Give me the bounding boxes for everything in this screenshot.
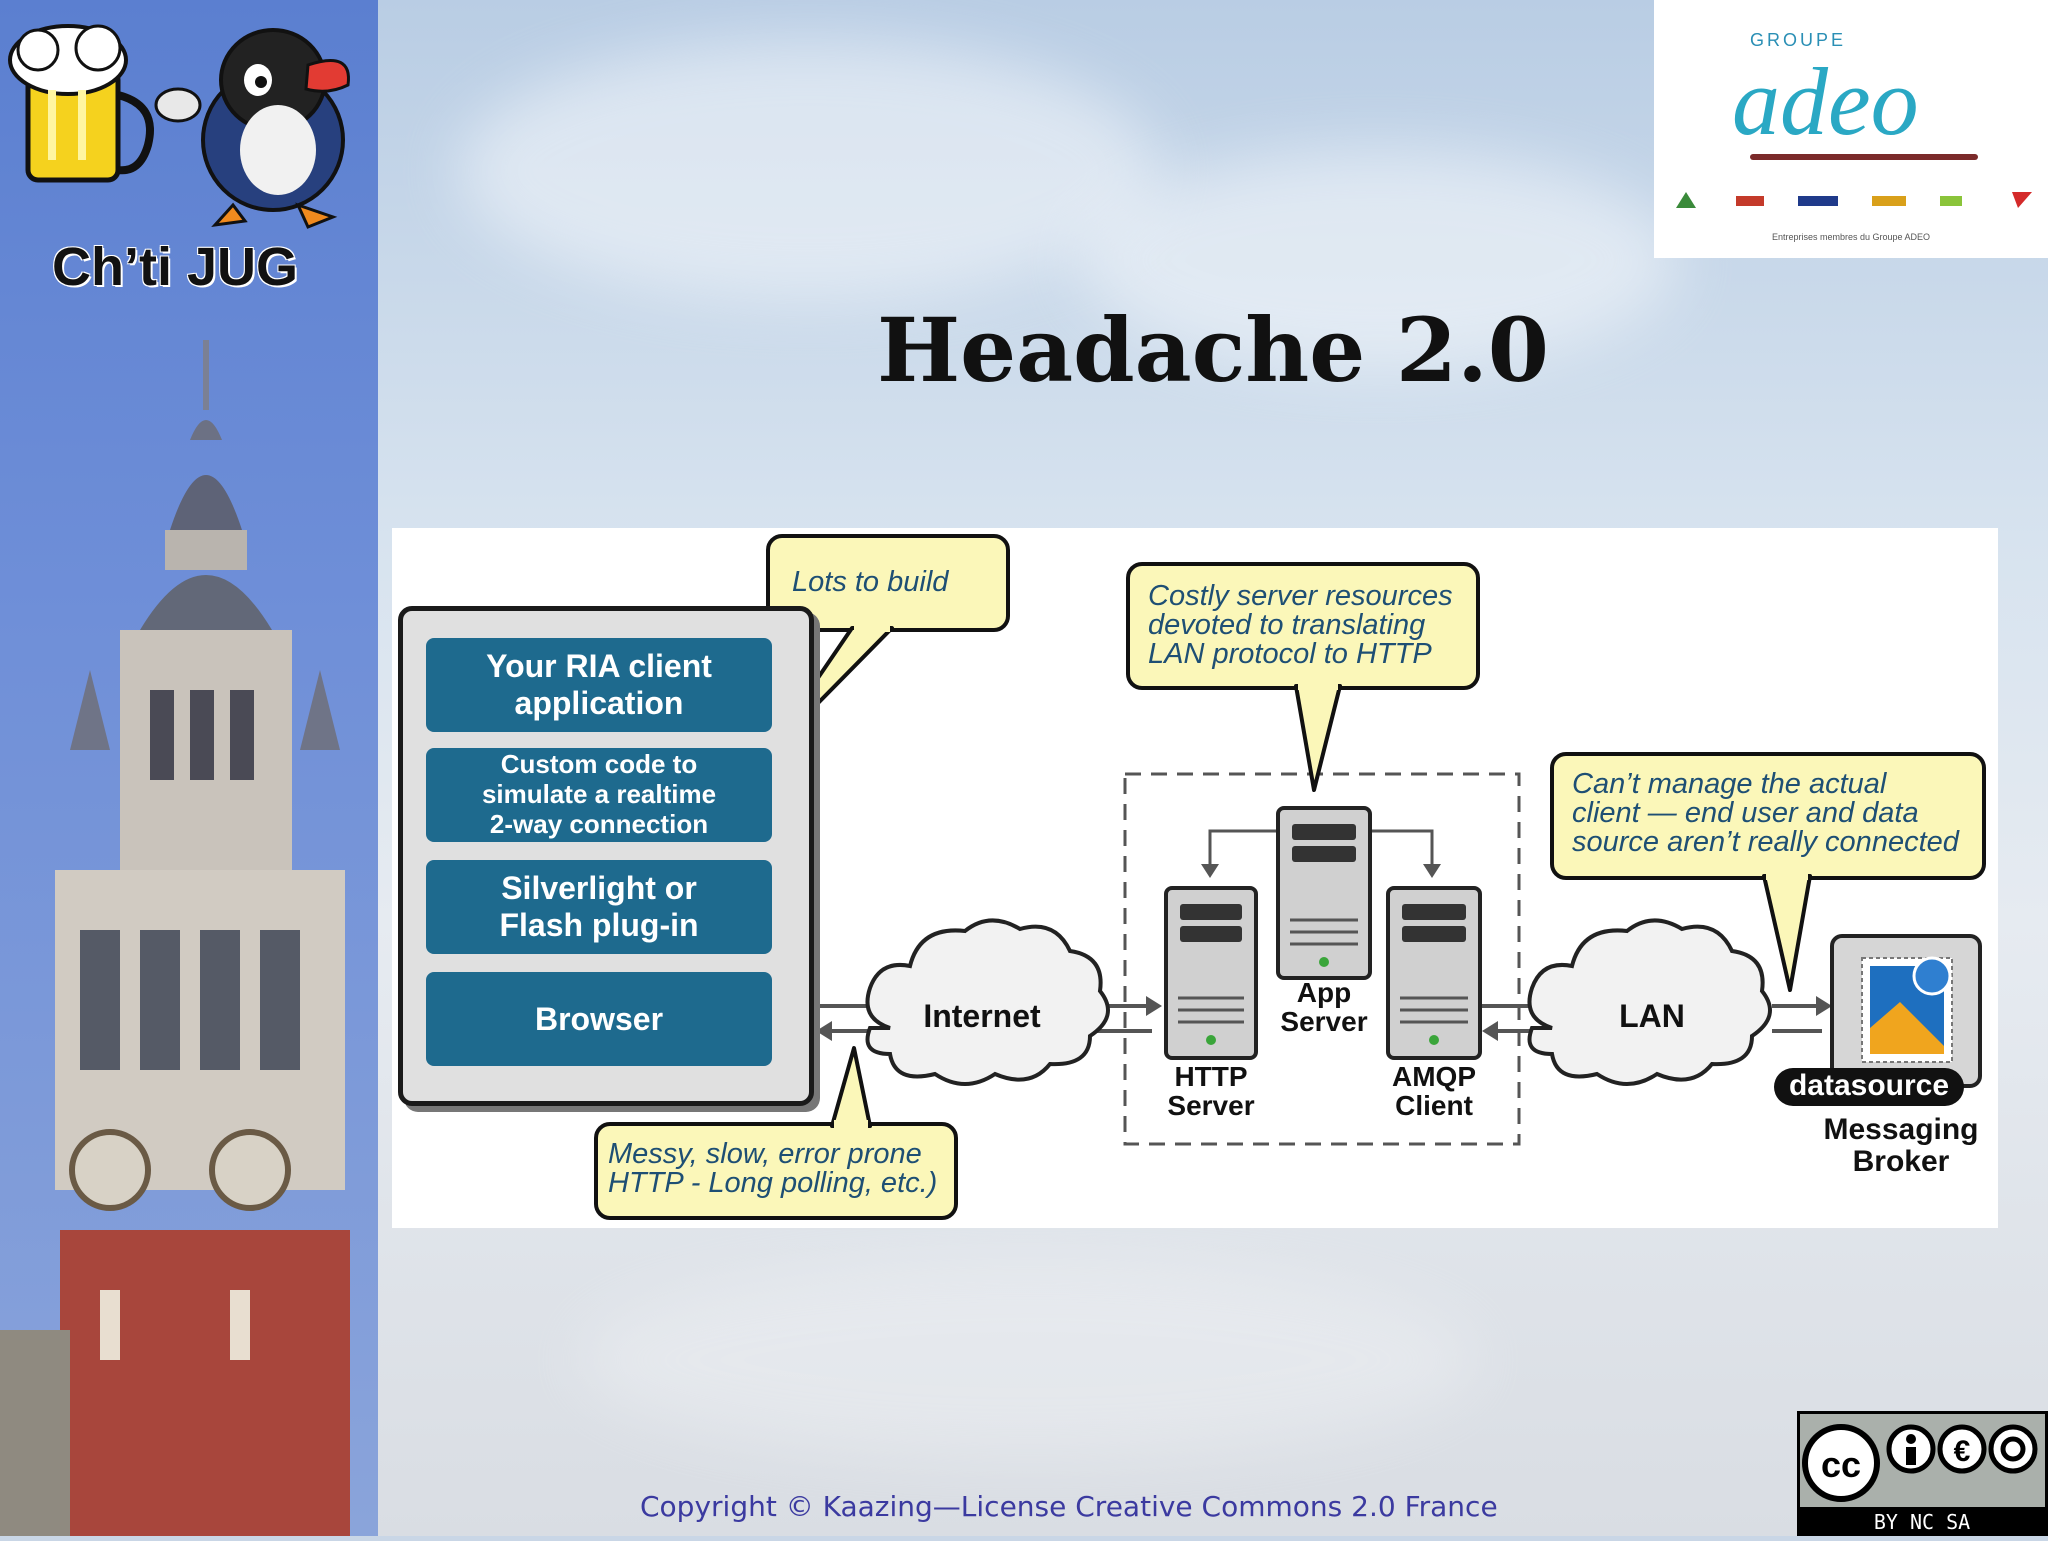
sponsor-logo[interactable]: GROUPE adeo Entreprises membres du Group… (1654, 0, 2048, 258)
svg-text:€: € (1954, 1435, 1971, 1468)
mascot-illustration (8, 24, 350, 229)
messaging-broker-icon (1830, 934, 1982, 1088)
architecture-diagram: Your RIA client application Custom code … (392, 528, 1998, 1228)
logo-groupe-text: GROUPE (1750, 30, 1847, 50)
callout-costly: Costly server resources devoted to trans… (1148, 580, 1453, 670)
svg-text:cc: cc (1821, 1444, 1861, 1485)
http-server-icon (1164, 886, 1258, 1060)
http-server-label: HTTP Server (1167, 1061, 1255, 1122)
app-server-label: App Server (1280, 977, 1368, 1038)
arrow-right-icon (1146, 996, 1162, 1016)
stack-plugin: Silverlight or Flash plug-in (426, 860, 772, 954)
creative-commons-license-badge[interactable]: cc € BY NC SA (1797, 1411, 2048, 1536)
cc-badge-text: BY NC SA (1874, 1510, 1970, 1534)
member-brands-row (1676, 192, 2032, 208)
lan-cloud-icon (1527, 918, 1772, 1086)
internet-cloud-icon (865, 918, 1110, 1086)
callout-messy: Messy, slow, error prone HTTP - Long pol… (608, 1138, 938, 1199)
callout-manage-bubble (1550, 752, 1986, 992)
copyright-notice: Copyright © Kaazing—License Creative Com… (640, 1490, 1498, 1523)
datasource-badge-bg (1774, 1068, 1964, 1106)
amqp-client-label: AMQP Client (1392, 1061, 1476, 1122)
stack-browser: Browser (426, 972, 772, 1066)
callout-messy-bubble (594, 1046, 958, 1220)
server-group-boundary (1123, 772, 1521, 1146)
bird-mascot-icon (154, 28, 350, 229)
sidebar: Ch’ti JUG (0, 0, 378, 1536)
belfry-tower-image (0, 340, 350, 1536)
callout-costly-bubble (1126, 562, 1480, 792)
stack-custom-code: Custom code to simulate a realtime 2-way… (426, 748, 772, 842)
beer-mug-icon (8, 24, 154, 183)
callout-manage: Can’t manage the actual client — end use… (1572, 768, 1959, 858)
diagram-connectors (594, 534, 1986, 1220)
brand-name: Ch’ti JUG (51, 237, 298, 297)
stack-ria-client: Your RIA client application (426, 638, 772, 732)
callout-build: Lots to build (792, 566, 949, 598)
slide-title: Headache 2.0 (877, 298, 1549, 402)
logo-brand-text: adeo (1732, 48, 1919, 155)
arrow-left-icon (816, 1021, 832, 1041)
amqp-client-icon (1386, 886, 1482, 1060)
datasource-badge: datasource (1788, 1069, 1950, 1102)
cc-license-icon: cc € BY NC SA (1800, 1414, 2045, 1534)
app-server-icon (1276, 806, 1372, 980)
internet-label: Internet (923, 998, 1041, 1034)
logo-underline (1750, 154, 1978, 160)
lan-label: LAN (1619, 998, 1685, 1034)
logo-tagline: Entreprises membres du Groupe ADEO (1771, 232, 1931, 242)
messaging-broker-label: Messaging Broker (1823, 1113, 1979, 1178)
